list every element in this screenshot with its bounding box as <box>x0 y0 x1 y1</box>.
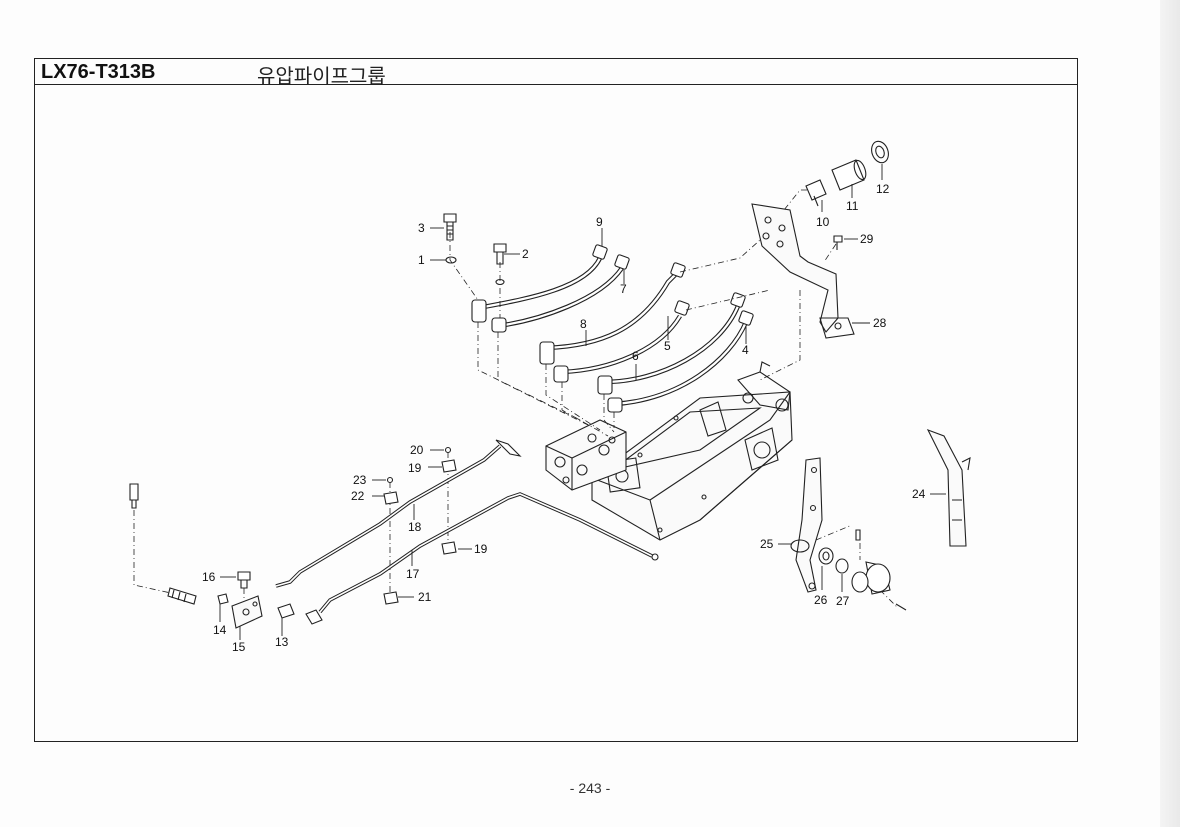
callout-18: 18 <box>408 520 422 534</box>
clamp-21 <box>383 591 399 605</box>
callout-19-upper: 19 <box>408 461 422 475</box>
callout-14: 14 <box>213 623 227 637</box>
pipe-17 <box>318 492 659 614</box>
hydraulic-pipes <box>471 244 754 413</box>
callout-27: 27 <box>836 594 850 608</box>
callout-22: 22 <box>351 489 365 503</box>
callout-19-lower: 19 <box>474 542 488 556</box>
leader-lines <box>219 164 946 640</box>
callout-1: 1 <box>418 253 425 267</box>
nut-14 <box>217 593 229 605</box>
callout-26: 26 <box>814 593 828 607</box>
callout-21: 21 <box>418 590 432 604</box>
bolt-16 <box>237 571 251 589</box>
scan-edge <box>1160 0 1180 827</box>
o-ring-27 <box>835 558 849 574</box>
bracket-28 <box>751 203 855 339</box>
bolt-20 <box>444 446 452 454</box>
callout-5: 5 <box>664 339 671 353</box>
bracket-15 <box>231 595 263 629</box>
clamp-19-upper <box>441 459 457 473</box>
valve-housing <box>591 361 793 541</box>
callout-13: 13 <box>275 635 289 649</box>
part-group-title: 유압파이프그룹 <box>257 64 386 88</box>
callout-9: 9 <box>596 215 603 229</box>
fitting-10 <box>805 179 827 207</box>
callout-12: 12 <box>876 182 890 196</box>
callout-2: 2 <box>522 247 529 261</box>
part-group-code: LX76-T313B <box>41 61 156 83</box>
page-number: - 243 - <box>569 780 611 796</box>
lever-25 <box>790 457 823 593</box>
diagram-frame: LX76-T313B 유압파이프그룹 <box>34 58 1078 742</box>
pin <box>855 529 861 541</box>
callout-7: 7 <box>620 282 627 296</box>
fitting-13 <box>277 603 295 619</box>
callout-labels: 1 2 3 4 5 6 7 8 9 10 11 12 13 14 15 16 1… <box>202 182 926 654</box>
callout-4: 4 <box>742 343 749 357</box>
screw <box>895 603 907 611</box>
washer-26 <box>818 547 834 565</box>
clamp-19-lower <box>441 541 457 555</box>
dust-cap-12 <box>871 140 889 164</box>
bolt-2 <box>493 243 507 265</box>
bracket-24 <box>926 428 971 547</box>
hose-fitting <box>129 483 197 605</box>
callout-23: 23 <box>353 473 367 487</box>
callout-20: 20 <box>410 443 424 457</box>
callout-28: 28 <box>873 316 887 330</box>
bolt-3 <box>443 213 457 241</box>
pipe-17-nut <box>305 609 323 625</box>
callout-8: 8 <box>580 317 587 331</box>
callout-15: 15 <box>232 640 246 654</box>
coupler-11 <box>831 159 867 191</box>
control-valve-block <box>545 419 627 491</box>
callout-6: 6 <box>632 349 639 363</box>
bolt-23 <box>386 476 394 484</box>
callout-24: 24 <box>912 487 926 501</box>
callout-17: 17 <box>406 567 420 581</box>
clamp-22 <box>383 491 399 505</box>
callout-11: 11 <box>846 199 859 213</box>
diagram-header: LX76-T313B 유압파이프그룹 <box>35 59 1077 88</box>
callout-16: 16 <box>202 570 216 584</box>
assembly-lines <box>133 189 899 610</box>
callout-3: 3 <box>418 221 425 235</box>
pipe-18 <box>275 439 522 588</box>
bolt-29 <box>833 235 843 250</box>
washer-2 <box>495 278 505 286</box>
callout-29: 29 <box>860 232 874 246</box>
cylinder-boss <box>851 561 891 595</box>
callout-25: 25 <box>760 537 774 551</box>
callout-10: 10 <box>816 215 830 229</box>
